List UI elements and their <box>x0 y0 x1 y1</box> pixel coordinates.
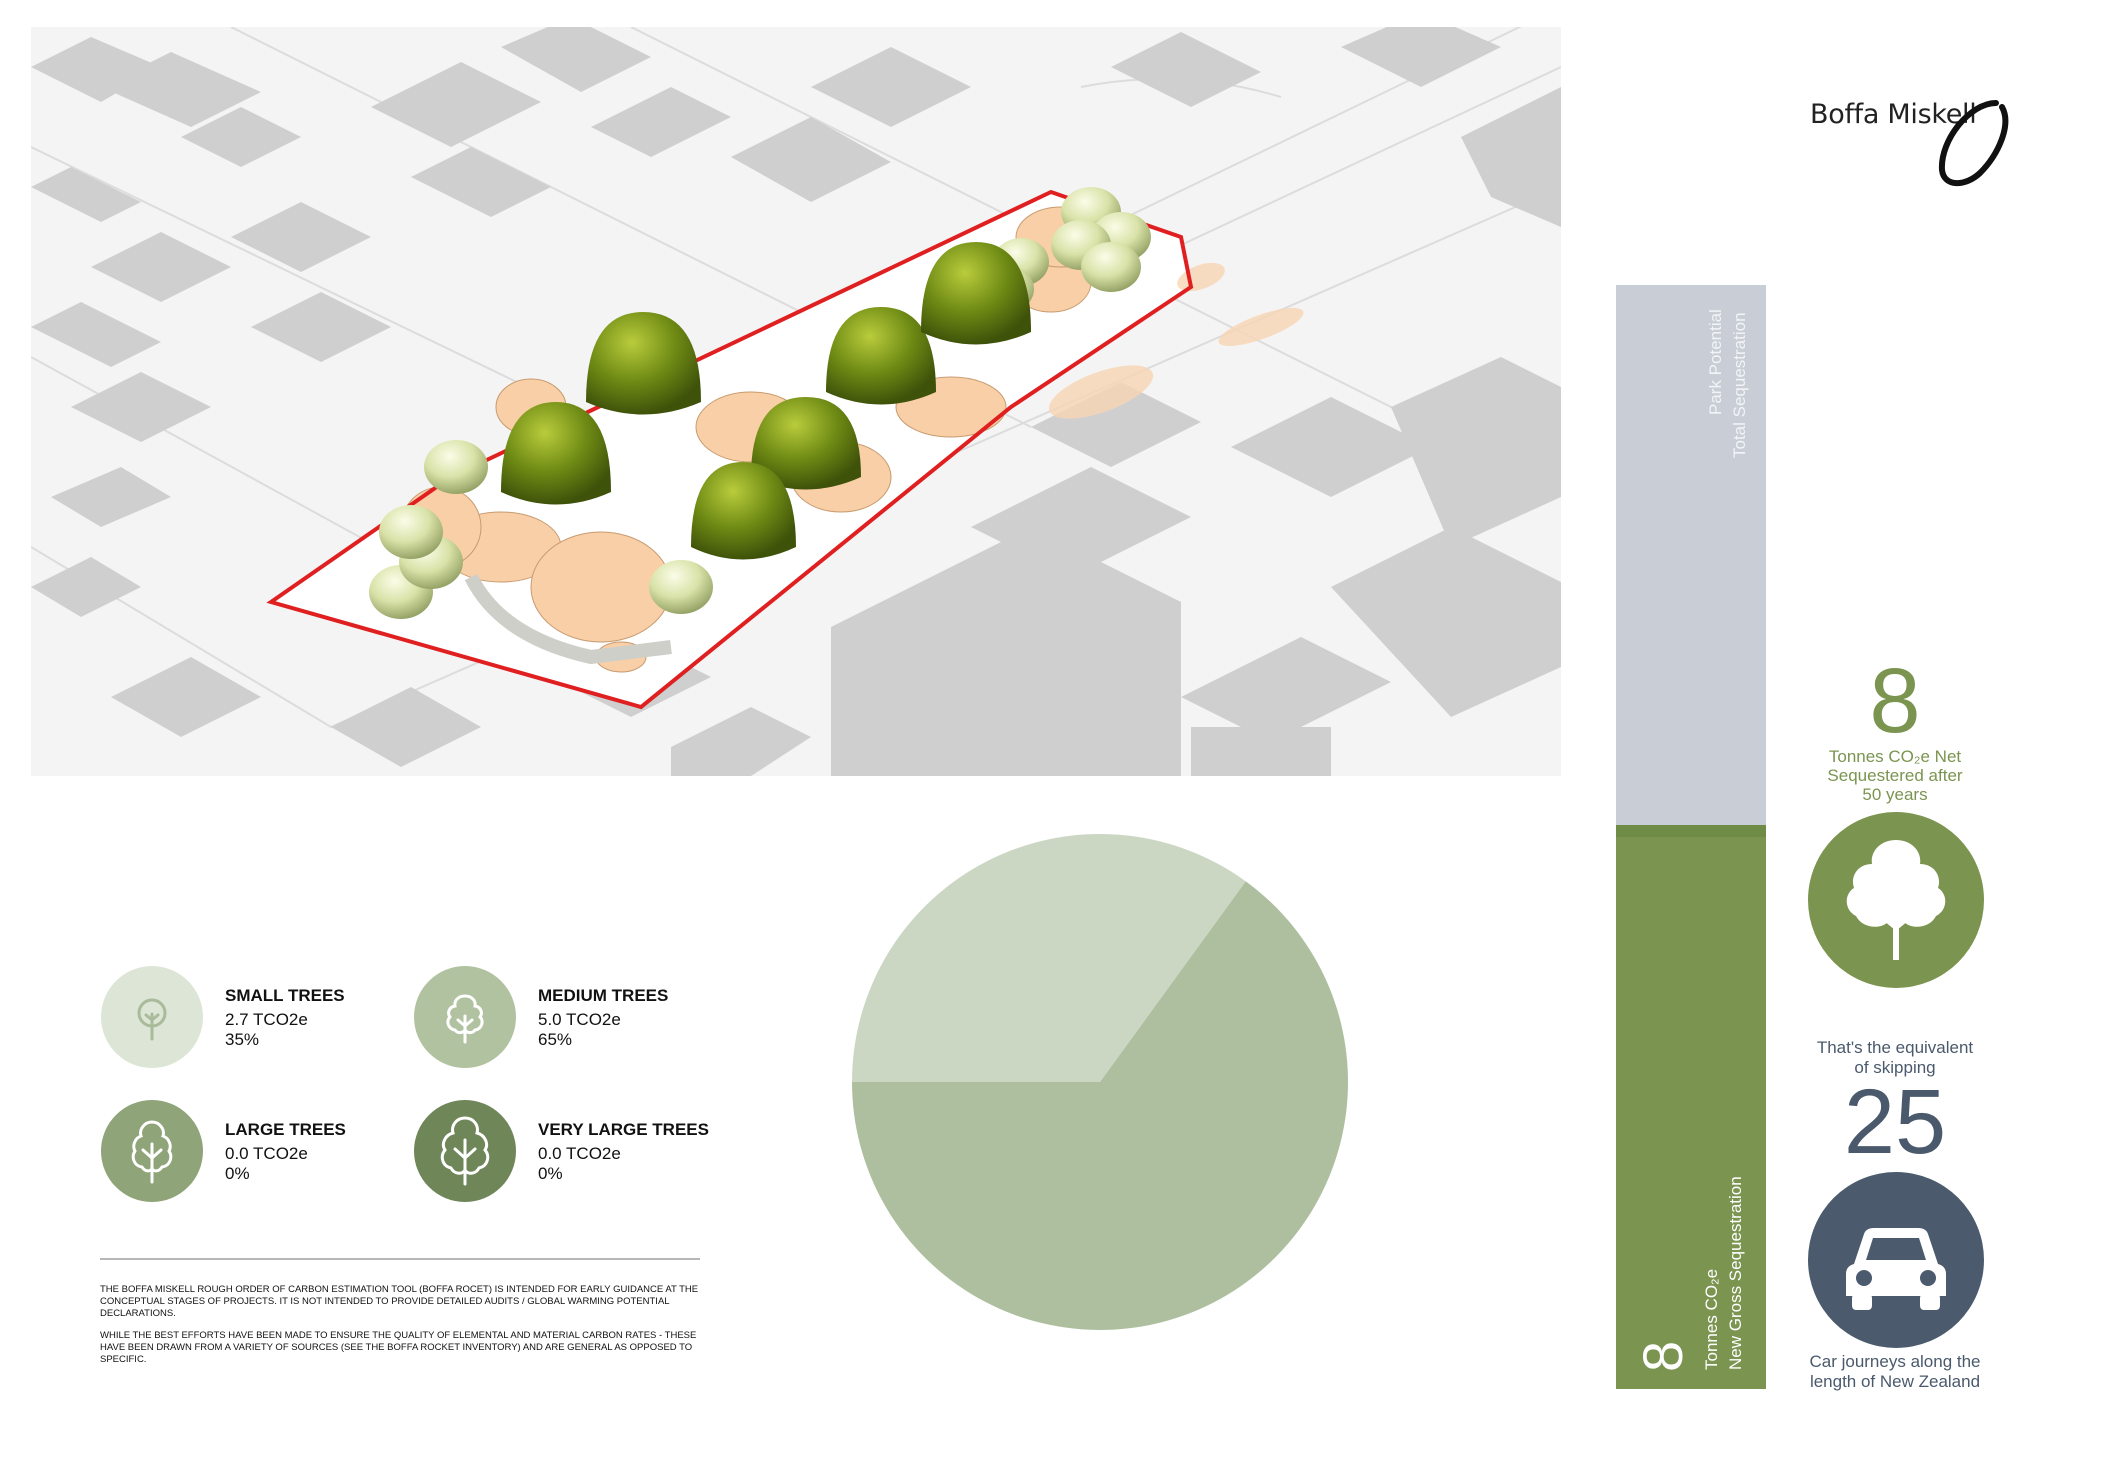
bar-top-label-line1: Park Potential <box>1706 309 1725 415</box>
large-tree-icon <box>131 1120 173 1184</box>
legend-medium-trees-value: 5.0 TCO2e <box>538 1010 621 1029</box>
gross-sequestration-bar <box>1616 837 1766 1389</box>
brand-logo: Boffa Miskell <box>1810 95 2020 195</box>
disclaimer-paragraph-1: The Boffa Miskell rough order of carbon … <box>100 1284 699 1319</box>
car-icon <box>1808 1172 1984 1348</box>
very-large-tree-icon <box>440 1116 490 1186</box>
legend-small-trees-percent: 35% <box>225 1030 260 1049</box>
gross-sequestration-number: 8 <box>1631 1340 1694 1372</box>
legend-large-trees-value: 0.0 TCO2e <box>225 1144 308 1163</box>
bar-bottom-label-line2: New Gross Sequestration <box>1726 1176 1745 1370</box>
bar-divider <box>1616 825 1766 837</box>
bar-bottom-label-line1: Tonnes CO₂e <box>1702 1268 1721 1370</box>
net-label-line3: 50 years <box>1862 785 1928 804</box>
legend-large-trees-circle <box>101 1100 203 1202</box>
sequestration-pie-chart <box>852 834 1348 1330</box>
tree-icon <box>1808 812 1984 988</box>
equivalent-label: That's the equivalent of skipping <box>1790 1038 2000 1078</box>
net-sequestration-label: Tonnes CO₂e Net Sequestered after 50 yea… <box>1790 747 2000 804</box>
legend-small-trees-title: SMALL TREES <box>225 986 345 1005</box>
car-journeys-caption: Car journeys along the length of New Zea… <box>1790 1352 2000 1392</box>
car-journeys-number: 25 <box>1843 1071 1947 1173</box>
legend-small-trees-value: 2.7 TCO2e <box>225 1010 308 1029</box>
equivalent-label-line2: of skipping <box>1854 1058 1936 1077</box>
net-label-line2: Sequestered after <box>1827 766 1963 785</box>
equivalent-label-line1: That's the equivalent <box>1816 1038 1974 1057</box>
pie-slice-medium-trees <box>852 881 1348 1330</box>
disclaimer-divider <box>100 1258 700 1260</box>
legend-very-large-trees-circle <box>414 1100 516 1202</box>
total-sequestration-bar <box>1616 285 1766 825</box>
small-tree-icon <box>137 998 167 1041</box>
legend-small-trees-circle <box>101 966 203 1068</box>
legend-very-large-trees-value: 0.0 TCO2e <box>538 1144 621 1163</box>
pie-slice-small-trees <box>852 834 1246 1082</box>
disclaimer-paragraph-2: While the best efforts have been made to… <box>100 1330 697 1365</box>
legend-medium-trees-circle <box>414 966 516 1068</box>
car-caption-line2: length of New Zealand <box>1809 1372 1981 1391</box>
legend-large-trees-title: LARGE TREES <box>225 1120 346 1139</box>
car-caption-line1: Car journeys along the <box>1809 1352 1981 1371</box>
legend-medium-trees-percent: 65% <box>538 1030 573 1049</box>
legend-very-large-trees-percent: 0% <box>538 1164 563 1183</box>
legend-large-trees-percent: 0% <box>225 1164 250 1183</box>
legend-very-large-trees-title: VERY LARGE TREES <box>538 1120 709 1139</box>
site-plan-illustration <box>31 27 1561 776</box>
brand-mark-icon <box>1938 100 2009 187</box>
legend-medium-trees-title: MEDIUM TREES <box>538 986 669 1005</box>
net-sequestration-number: 8 <box>1869 650 1921 752</box>
medium-tree-icon <box>446 994 484 1044</box>
net-label-line1: Tonnes CO₂e Net <box>1828 747 1962 766</box>
brand-name: Boffa Miskell <box>1810 99 1977 130</box>
bar-top-label-line2: Total Sequestration <box>1730 312 1749 458</box>
